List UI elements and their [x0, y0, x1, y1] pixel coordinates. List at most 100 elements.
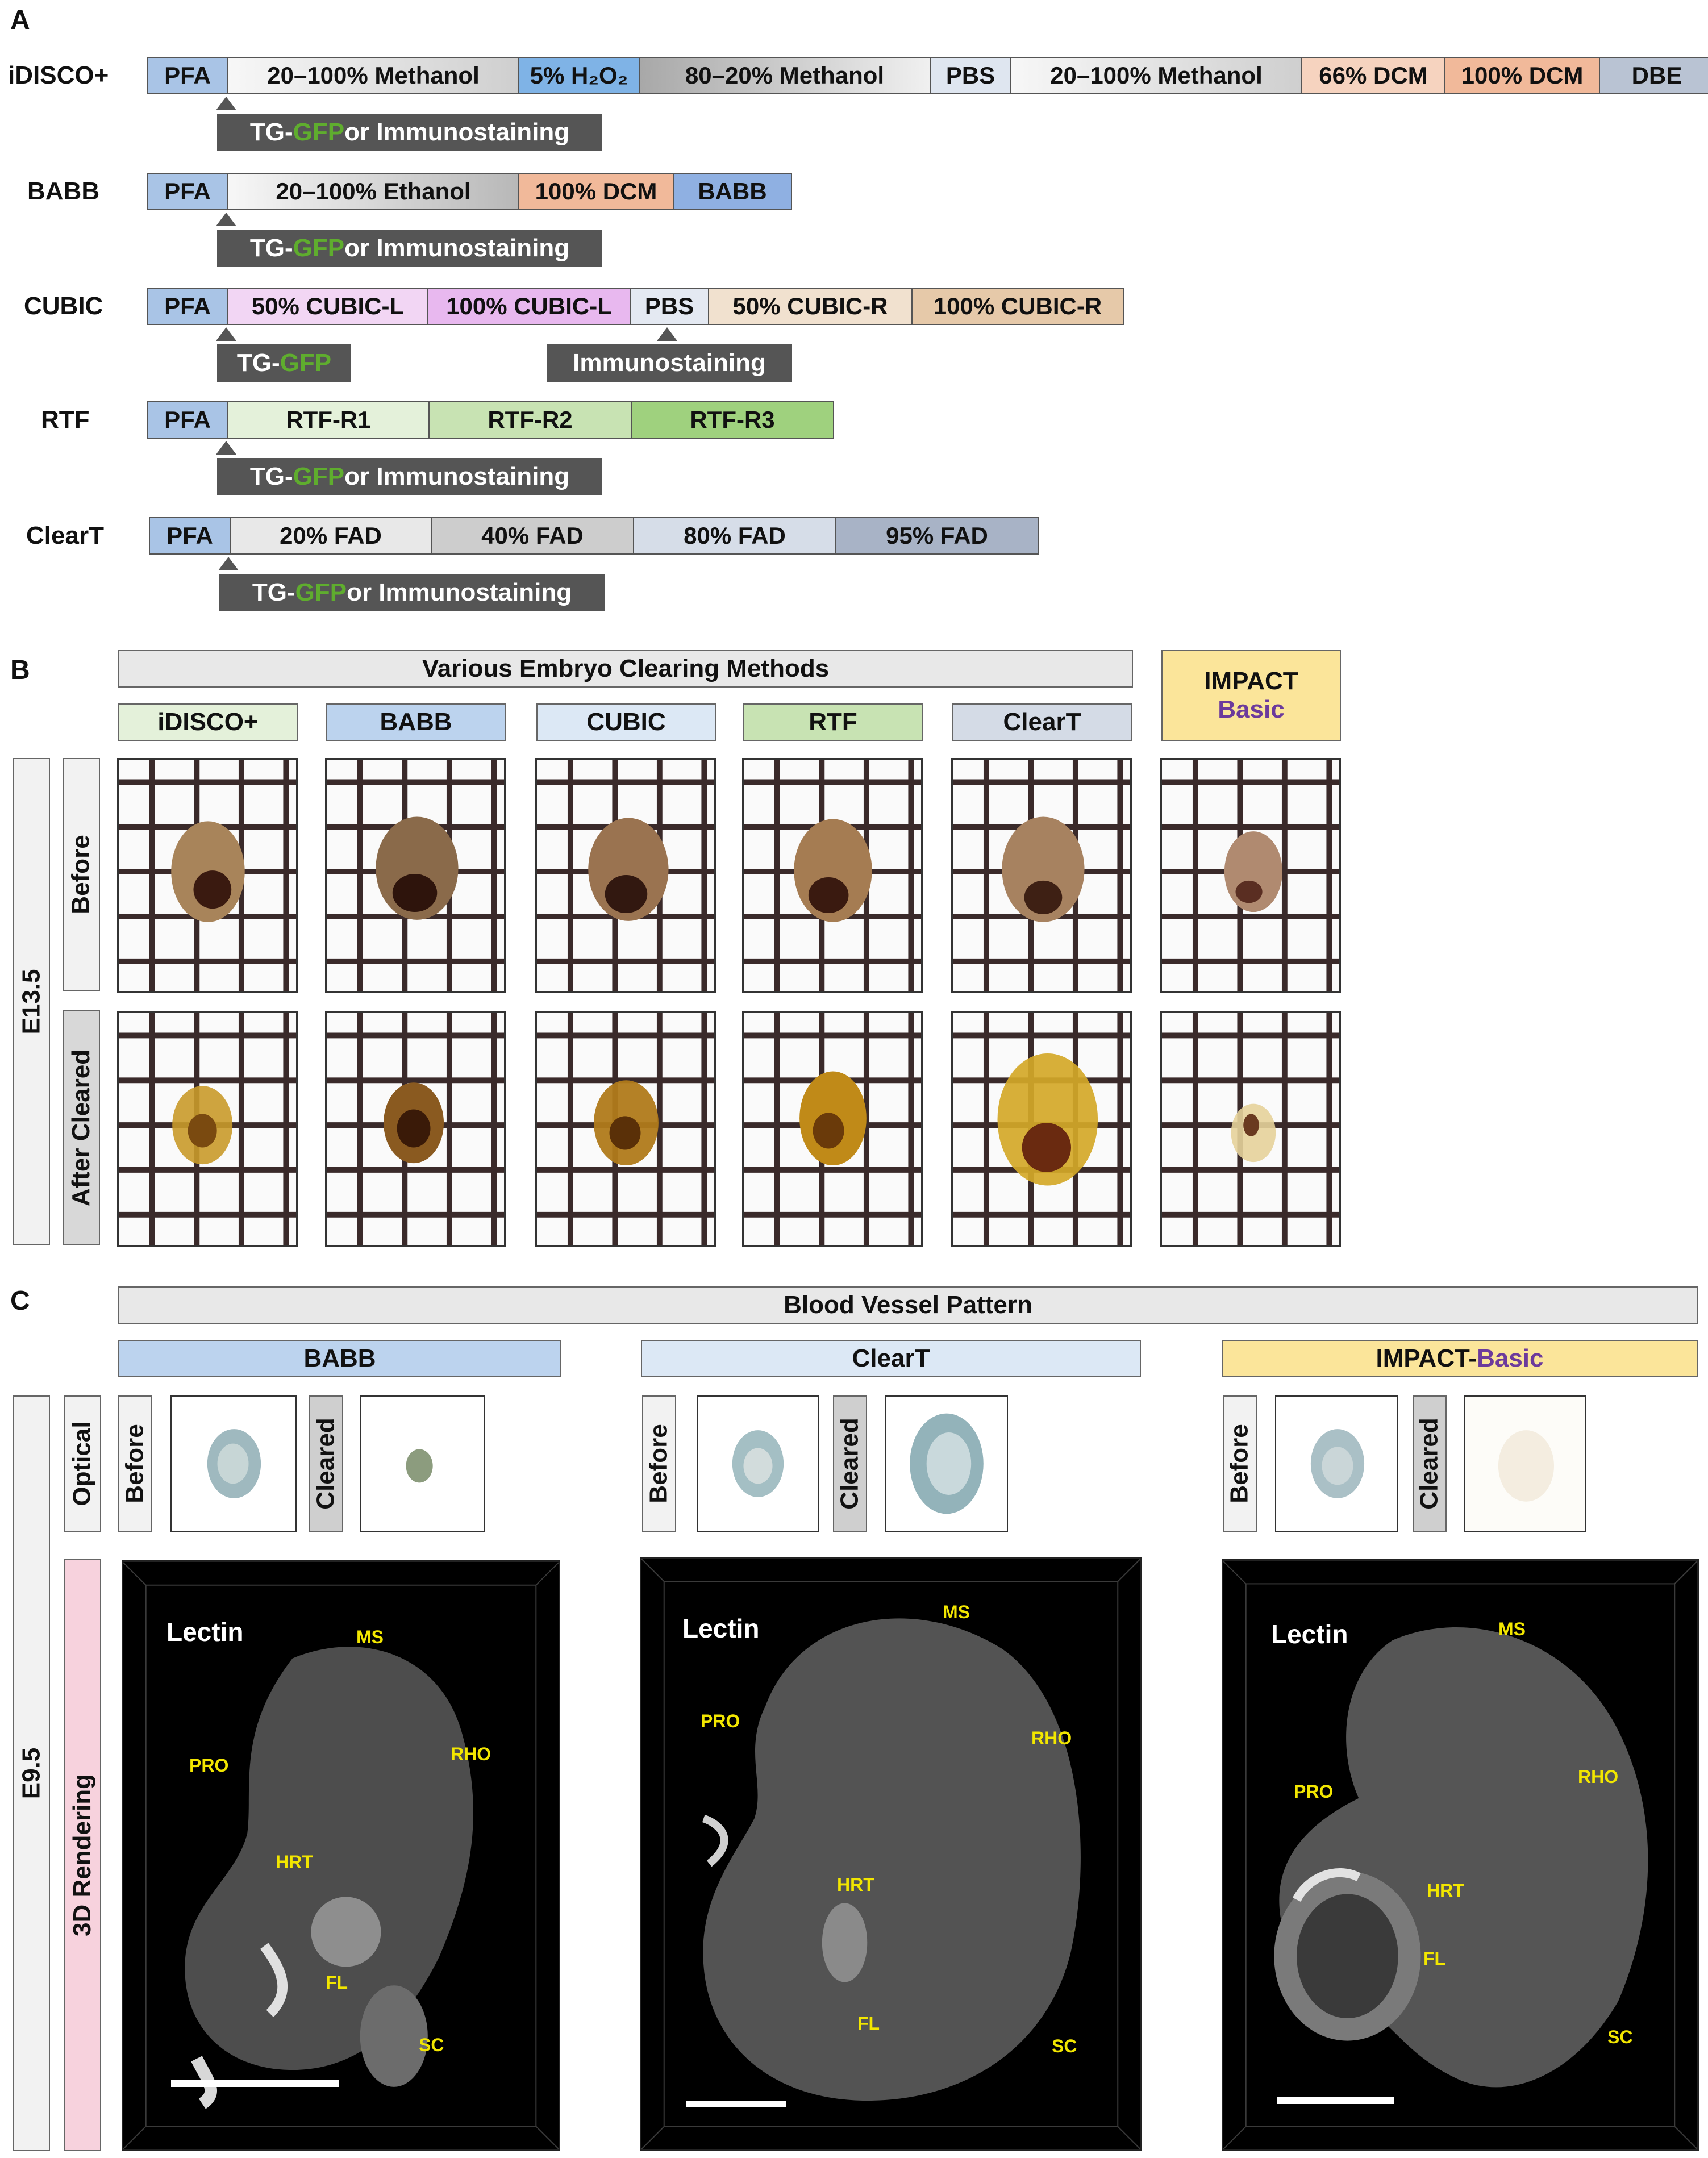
panel-c-header: Blood Vessel Pattern: [118, 1286, 1698, 1324]
method-label-rtf: RTF: [41, 406, 90, 434]
method-label-cubic: CUBIC: [24, 292, 103, 320]
protocol-track-idisco: PFA 20–100% Methanol 5% H₂O₂ 80–20% Meth…: [147, 57, 1708, 94]
optical-before-label: Before: [1223, 1395, 1257, 1532]
row-label-after: After Cleared: [63, 1010, 100, 1245]
impact-basic-header: IMPACT Basic: [1161, 650, 1341, 741]
panel-b-letter: B: [10, 655, 30, 685]
segment: 80% FAD: [634, 517, 836, 555]
segment: RTF-R2: [430, 401, 632, 439]
column-header-rtf: RTF: [743, 703, 923, 741]
optical-photo-impact-cleared: [1464, 1395, 1586, 1532]
column-header-cleart: ClearT: [952, 703, 1132, 741]
embryo-photo-impact-before: [1160, 758, 1341, 993]
embryo-photo-cleart-before: [951, 758, 1132, 993]
protocol-track-cleart: PFA 20% FAD 40% FAD 80% FAD 95% FAD: [149, 517, 1039, 555]
optical-before-label: Before: [642, 1395, 676, 1532]
embryo-photo-babb-before: [325, 758, 506, 993]
panel-c-letter: C: [10, 1286, 30, 1316]
label-hrt: HRT: [276, 1852, 313, 1872]
label-hrt: HRT: [1427, 1880, 1464, 1901]
scale-bar: [686, 2101, 786, 2107]
segment: PBS: [631, 288, 709, 325]
segment: PFA: [147, 57, 228, 94]
segment: 40% FAD: [432, 517, 634, 555]
label-fl: FL: [1423, 1948, 1446, 1969]
embryo-photo-cubic-after: [535, 1011, 716, 1247]
segment: PBS: [931, 57, 1011, 94]
arrow-up-icon: [218, 557, 239, 570]
lectin-label: Lectin: [166, 1617, 244, 1647]
embryo-photo-idisco-after: [117, 1011, 298, 1247]
panel-b-header: Various Embryo Clearing Methods: [118, 650, 1133, 688]
arrow-up-icon: [216, 441, 236, 455]
row-label-before: Before: [63, 758, 100, 991]
group-header-impact: IMPACT-Basic: [1222, 1340, 1698, 1377]
label-rho: RHO: [1031, 1728, 1072, 1748]
segment: 20–100% Ethanol: [228, 173, 519, 210]
segment: 5% H₂O₂: [519, 57, 640, 94]
label-fl: FL: [857, 2013, 880, 2034]
arrow-up-icon: [216, 327, 236, 341]
segment: 100% CUBIC-L: [428, 288, 631, 325]
method-label-cleart: ClearT: [26, 522, 104, 549]
label-sc: SC: [1052, 2036, 1077, 2056]
embryo-photo-cleart-after: [951, 1011, 1132, 1247]
render-3d-babb: Lectin MS PRO RHO HRT FL SC: [122, 1560, 560, 2151]
segment: 50% CUBIC-R: [709, 288, 913, 325]
label-ms: MS: [356, 1627, 384, 1647]
segment: BABB: [674, 173, 792, 210]
method-label-babb: BABB: [27, 177, 100, 205]
segment: 100% DCM: [519, 173, 674, 210]
arrow-up-icon: [216, 97, 236, 110]
embryo-photo-impact-after: [1160, 1011, 1341, 1247]
label-ms: MS: [943, 1602, 970, 1622]
segment: PFA: [147, 288, 228, 325]
group-header-cleart: ClearT: [641, 1340, 1141, 1377]
staining-note: TG-GFP or Immunostaining: [217, 458, 602, 495]
lectin-label: Lectin: [1271, 1619, 1348, 1649]
label-ms: MS: [1498, 1619, 1526, 1639]
embryo-photo-idisco-before: [117, 758, 298, 993]
segment: PFA: [147, 401, 228, 439]
label-pro: PRO: [1294, 1781, 1334, 1802]
optical-photo-impact-before: [1275, 1395, 1398, 1532]
segment: 66% DCM: [1302, 57, 1445, 94]
column-header-babb: BABB: [326, 703, 506, 741]
embryo-photo-rtf-after: [742, 1011, 923, 1247]
segment: 20–100% Methanol: [1011, 57, 1302, 94]
render-3d-impact: Lectin MS PRO RHO HRT FL SC: [1222, 1559, 1699, 2151]
staining-note: TG-GFP or Immunostaining: [219, 574, 605, 611]
segment: 100% CUBIC-R: [913, 288, 1124, 325]
segment: RTF-R3: [632, 401, 834, 439]
row-label-optical: Optical: [64, 1395, 101, 1532]
column-header-cubic: CUBIC: [536, 703, 716, 741]
segment: 20–100% Methanol: [228, 57, 519, 94]
protocol-track-cubic: PFA 50% CUBIC-L 100% CUBIC-L PBS 50% CUB…: [147, 288, 1124, 325]
lectin-label: Lectin: [682, 1614, 760, 1643]
label-rho: RHO: [451, 1744, 491, 1764]
embryo-photo-rtf-before: [742, 758, 923, 993]
label-pro: PRO: [701, 1711, 740, 1731]
label-sc: SC: [1607, 2027, 1633, 2047]
segment: 20% FAD: [231, 517, 432, 555]
optical-photo-babb-before: [170, 1395, 297, 1532]
embryo-photo-babb-after: [325, 1011, 506, 1247]
segment: 95% FAD: [836, 517, 1039, 555]
segment: PFA: [149, 517, 231, 555]
stage-label-e9: E9.5: [13, 1395, 50, 2151]
segment: PFA: [147, 173, 228, 210]
segment: 100% DCM: [1445, 57, 1600, 94]
segment: RTF-R1: [228, 401, 430, 439]
label-sc: SC: [419, 2035, 444, 2055]
optical-cleared-label: Cleared: [309, 1395, 343, 1532]
staining-note: TG-GFP or Immunostaining: [217, 230, 602, 267]
optical-cleared-label: Cleared: [833, 1395, 867, 1532]
optical-photo-babb-cleared: [360, 1395, 485, 1532]
optical-photo-cleart-cleared: [885, 1395, 1008, 1532]
render-3d-cleart: Lectin MS PRO RHO HRT FL SC: [640, 1557, 1142, 2151]
arrow-up-icon: [216, 213, 236, 226]
protocol-track-babb: PFA 20–100% Ethanol 100% DCM BABB: [147, 173, 792, 210]
protocol-track-rtf: PFA RTF-R1 RTF-R2 RTF-R3: [147, 401, 834, 439]
label-pro: PRO: [189, 1755, 229, 1776]
optical-before-label: Before: [118, 1395, 152, 1532]
